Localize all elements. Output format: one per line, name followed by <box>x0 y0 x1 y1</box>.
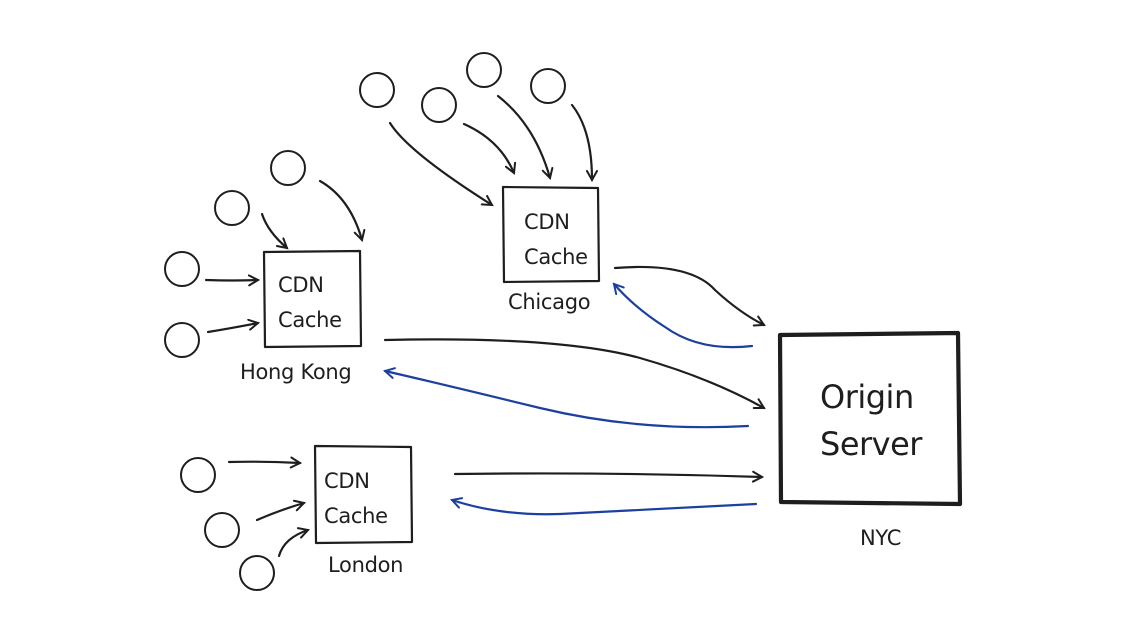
hong-kong-request-arrows <box>204 179 362 334</box>
origin-to-chicago-arrow <box>614 284 754 349</box>
request-arrow <box>204 280 258 281</box>
hong-kong-cache-label-line1: CDN <box>278 273 324 297</box>
chicago-clients <box>359 52 566 123</box>
origin-to-london-arrow <box>452 500 758 516</box>
request-arrow <box>462 122 514 173</box>
hong-kong-cache-node: CDN Cache Hong Kong <box>240 249 363 384</box>
client-node <box>530 68 566 104</box>
origin-server-box <box>777 330 963 507</box>
request-arrow <box>227 462 300 463</box>
london-cache-node: CDN Cache London <box>313 444 414 577</box>
origin-to-hong-kong-arrow <box>385 371 750 429</box>
origin-server-node: Origin Server NYC <box>777 330 963 550</box>
chicago-city-label: Chicago <box>508 290 590 314</box>
origin-city-label: NYC <box>860 526 901 550</box>
chicago-cache-label-line1: CDN <box>524 210 570 234</box>
chicago-cache-box <box>501 185 601 284</box>
request-arrow <box>388 121 492 207</box>
request-arrow <box>260 212 287 248</box>
hong-kong-city-label: Hong Kong <box>240 360 351 384</box>
client-node <box>239 555 275 591</box>
client-node <box>164 251 200 287</box>
chicago-request-arrows <box>388 94 592 207</box>
london-to-origin-arrow <box>453 473 762 477</box>
chicago-to-origin-arrow <box>613 265 764 325</box>
chicago-cache-label-line2: Cache <box>524 245 588 269</box>
client-node <box>164 322 200 358</box>
origin-links <box>383 265 764 516</box>
request-arrow <box>318 179 362 240</box>
hong-kong-cache-box <box>262 249 363 349</box>
london-cache-box <box>313 444 414 545</box>
request-arrow <box>206 323 258 334</box>
chicago-cache-node: CDN Cache Chicago <box>501 185 601 314</box>
client-node <box>214 190 250 226</box>
london-cache-label-line1: CDN <box>324 469 370 493</box>
client-node <box>204 512 240 548</box>
client-node <box>359 72 395 108</box>
client-node <box>270 150 306 186</box>
request-arrow <box>255 503 304 522</box>
origin-server-label-line1: Origin <box>820 378 914 416</box>
request-arrow <box>496 94 550 178</box>
london-city-label: London <box>328 553 403 577</box>
request-arrow <box>570 103 592 180</box>
london-cache-label-line2: Cache <box>324 504 388 528</box>
hong-kong-cache-label-line2: Cache <box>278 308 342 332</box>
client-node <box>180 457 216 493</box>
client-node <box>421 87 457 123</box>
london-request-arrows <box>227 462 308 558</box>
client-node <box>466 52 502 88</box>
hong-kong-to-origin-arrow <box>383 338 764 410</box>
request-arrow <box>277 530 308 558</box>
origin-server-label-line2: Server <box>820 425 923 463</box>
hong-kong-clients <box>164 150 306 358</box>
london-clients <box>180 457 275 591</box>
